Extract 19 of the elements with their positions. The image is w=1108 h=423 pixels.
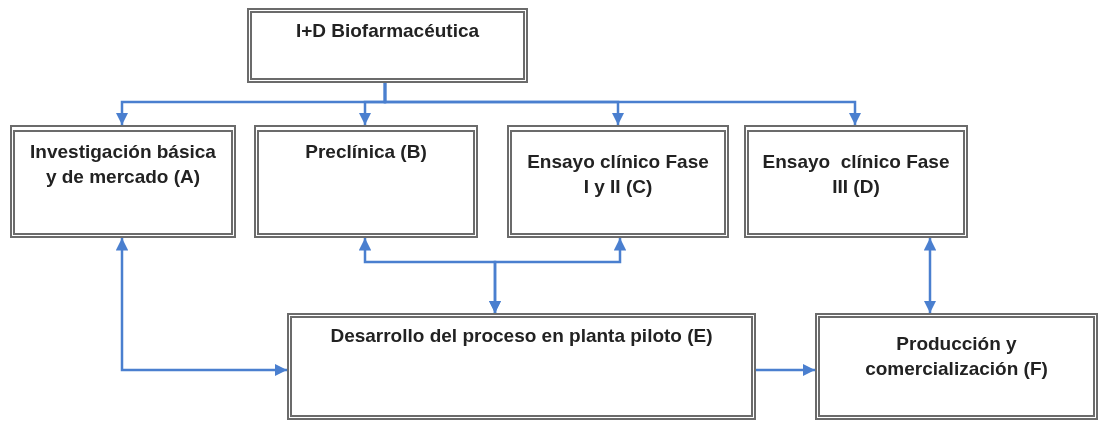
arrow xyxy=(756,363,815,377)
arrow xyxy=(923,238,937,313)
process-box xyxy=(287,313,756,420)
box-label: Ensayo clínico Fase I y II (C) xyxy=(526,150,710,199)
process-box xyxy=(247,8,528,83)
box-label: Ensayo clínico Fase III (D) xyxy=(761,150,951,199)
box-label: Investigación básica y de mercado (A) xyxy=(29,140,217,189)
box-label: I+D Biofarmacéutica xyxy=(295,19,480,43)
process-box xyxy=(507,125,729,238)
process-box xyxy=(10,125,236,238)
box-label: Preclínica (B) xyxy=(305,140,427,164)
box-label: Producción y comercialización (F) xyxy=(864,332,1049,381)
process-box xyxy=(254,125,478,238)
box-label: Desarrollo del proceso en planta piloto (E) xyxy=(330,324,713,348)
process-box xyxy=(744,125,968,238)
process-box xyxy=(815,313,1098,420)
arrow xyxy=(383,83,862,125)
arrow xyxy=(115,238,287,377)
arrow xyxy=(488,238,627,313)
